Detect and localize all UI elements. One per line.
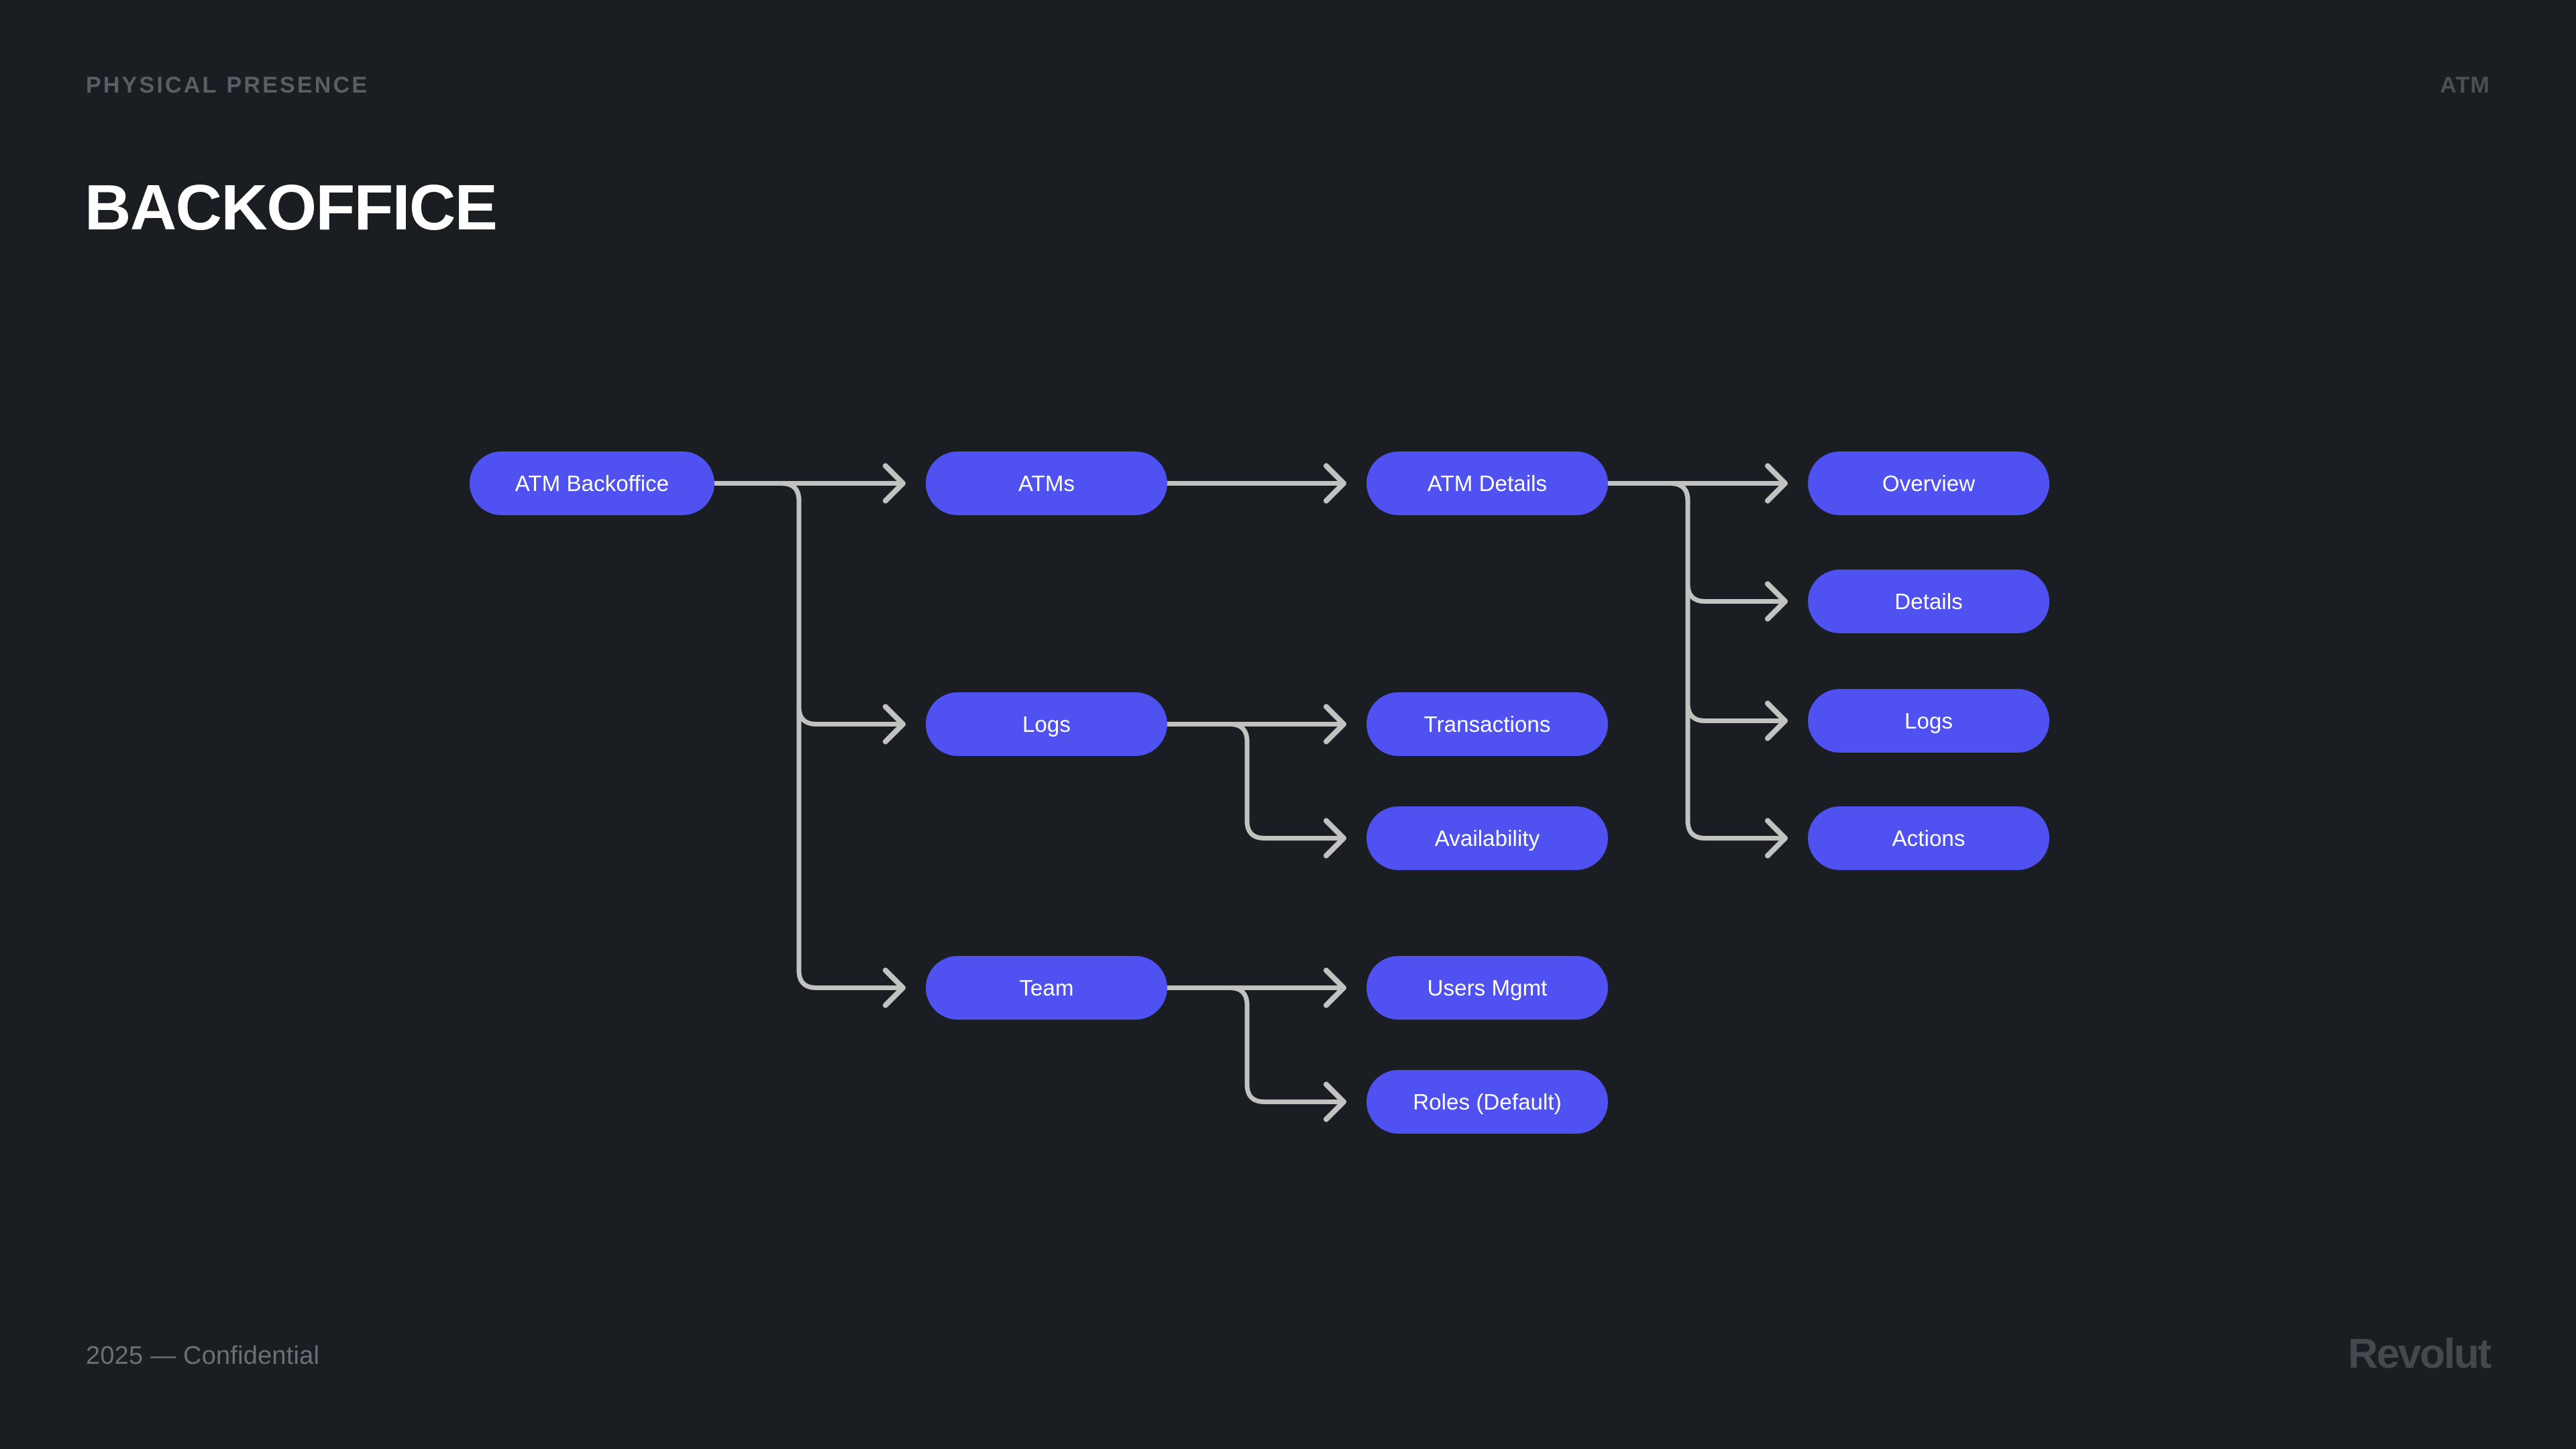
arrowhead-atm-details-to-overview (1765, 463, 1788, 504)
node-availability[interactable]: Availability (1366, 806, 1608, 870)
node-label: ATM Details (1427, 470, 1548, 496)
node-logs[interactable]: Logs (926, 692, 1167, 756)
node-label: ATMs (1018, 470, 1075, 496)
edge-atm-details-to-actions (1605, 481, 1788, 841)
node-label: Availability (1434, 825, 1540, 851)
edge-logs-to-availability (1165, 722, 1346, 841)
node-label: Roles (Default) (1413, 1089, 1562, 1114)
arrowhead-atm-backoffice-to-atms (883, 463, 906, 504)
node-label: Transactions (1424, 711, 1551, 737)
edge-atm-backoffice-to-team (712, 481, 906, 990)
arrowhead-atm-details-to-actions (1765, 818, 1788, 859)
node-atm-details[interactable]: ATM Details (1366, 451, 1608, 515)
arrowhead-team-to-users-mgmt (1324, 967, 1346, 1008)
node-transactions[interactable]: Transactions (1366, 692, 1608, 756)
slide-corner-tag: ATM (2440, 72, 2490, 98)
arrowhead-atm-backoffice-to-logs (883, 704, 906, 745)
node-users-mgmt[interactable]: Users Mgmt (1366, 956, 1608, 1020)
arrowhead-atm-details-to-details (1765, 581, 1788, 622)
arrowhead-atms-to-atm-details (1324, 463, 1346, 504)
arrowhead-logs-to-availability (1324, 818, 1346, 859)
node-label: Logs (1022, 711, 1071, 737)
node-label: Actions (1892, 825, 1966, 851)
footer-confidential: 2025 — Confidential (86, 1342, 320, 1370)
node-logs-detail[interactable]: Logs (1808, 689, 2049, 753)
edge-team-to-roles-default (1165, 985, 1346, 1104)
page-title: BACKOFFICE (85, 172, 498, 244)
slide-eyebrow: PHYSICAL PRESENCE (86, 72, 370, 98)
node-roles-default[interactable]: Roles (Default) (1366, 1070, 1608, 1134)
node-actions[interactable]: Actions (1808, 806, 2049, 870)
arrowhead-team-to-roles-default (1324, 1081, 1346, 1122)
node-label: Users Mgmt (1427, 975, 1548, 1000)
node-label: Team (1019, 975, 1074, 1000)
node-overview[interactable]: Overview (1808, 451, 2049, 515)
edge-atm-details-to-details (1605, 481, 1788, 604)
node-team[interactable]: Team (926, 956, 1167, 1020)
node-label: Logs (1904, 708, 1953, 733)
node-label: Details (1894, 588, 1963, 614)
arrowhead-atm-details-to-logs-detail (1765, 700, 1788, 741)
node-atms[interactable]: ATMs (926, 451, 1167, 515)
revolut-logo: Revolut (2348, 1331, 2491, 1377)
node-label: ATM Backoffice (515, 470, 669, 496)
arrowhead-atm-backoffice-to-team (883, 967, 906, 1008)
node-details[interactable]: Details (1808, 570, 2049, 633)
node-label: Overview (1882, 470, 1976, 496)
node-atm-backoffice[interactable]: ATM Backoffice (470, 451, 714, 515)
edge-atm-backoffice-to-logs (712, 481, 906, 727)
arrowhead-logs-to-transactions (1324, 704, 1346, 745)
